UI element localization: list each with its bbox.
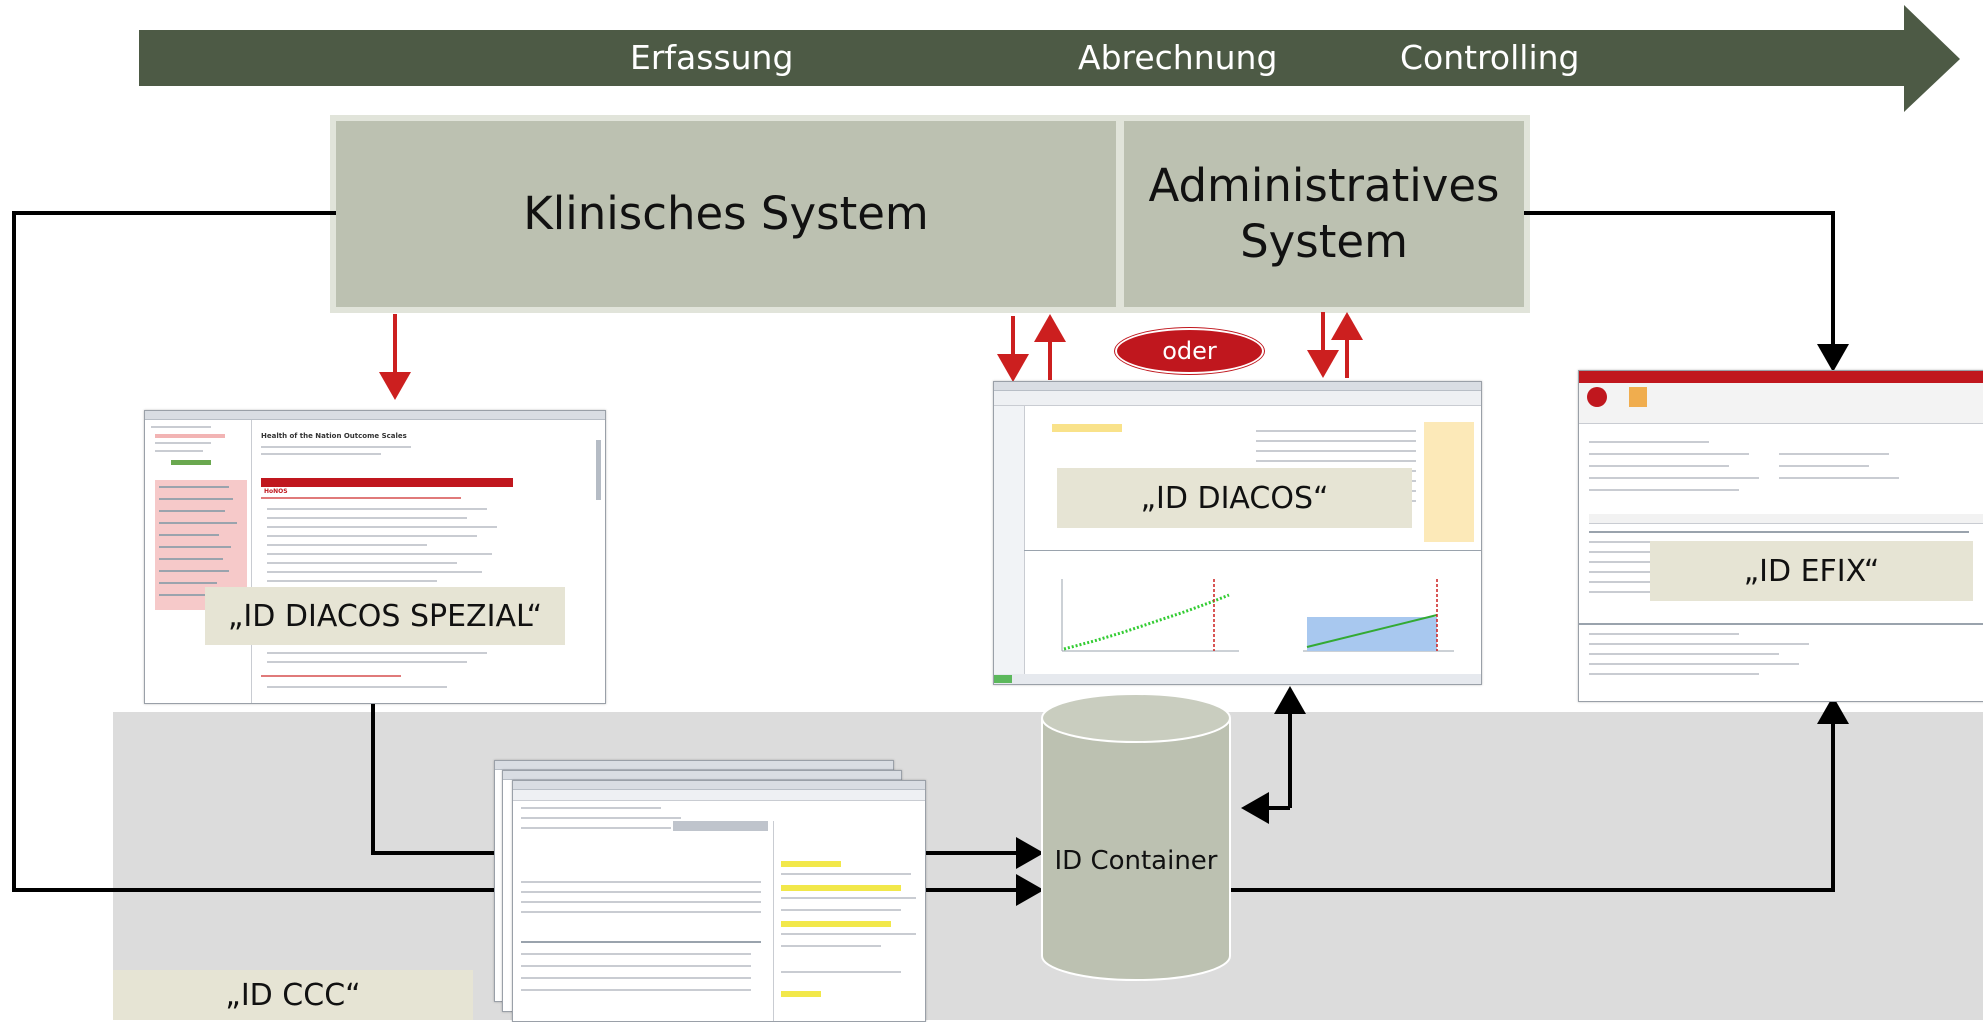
label-id-efix-text: „ID EFIX“ bbox=[1743, 553, 1880, 589]
oder-text: oder bbox=[1162, 337, 1217, 365]
label-id-diacos-spezial: „ID DIACOS SPEZIAL“ bbox=[205, 587, 565, 645]
clinical-system-label: Klinisches System bbox=[523, 186, 929, 240]
screenshot-ccc-front bbox=[512, 780, 926, 1022]
screenshot-diacos bbox=[993, 381, 1482, 685]
screenshot-titlebar bbox=[145, 411, 605, 420]
screenshot-section: HoNOS bbox=[264, 488, 288, 495]
screenshot-titlebar bbox=[513, 781, 925, 790]
administrative-system-label-line2: System bbox=[1240, 215, 1408, 268]
label-id-ccc: „ID CCC“ bbox=[113, 970, 473, 1020]
stage-erfassung: Erfassung bbox=[630, 38, 794, 77]
label-id-diacos-spezial-text: „ID DIACOS SPEZIAL“ bbox=[227, 598, 543, 634]
clinical-system-box: Klinisches System bbox=[336, 121, 1116, 307]
screenshot-efix bbox=[1578, 370, 1983, 702]
screenshot-tree-panel bbox=[145, 420, 252, 703]
screenshot-chart-left bbox=[1061, 579, 1239, 652]
label-id-diacos: „ID DIACOS“ bbox=[1057, 468, 1412, 528]
administrative-system-box: Administratives System bbox=[1124, 121, 1524, 307]
screenshot-diacos-spezial: Health of the Nation Outcome Scales HoNO… bbox=[144, 410, 606, 704]
oder-badge: oder bbox=[1115, 328, 1264, 374]
administrative-system-label-line1: Administratives bbox=[1148, 158, 1500, 212]
stage-controlling: Controlling bbox=[1400, 38, 1580, 77]
screenshot-titlebar bbox=[994, 382, 1481, 391]
stage-abrechnung: Abrechnung bbox=[1078, 38, 1278, 77]
screenshot-nav-bar bbox=[994, 406, 1025, 676]
label-id-ccc-text: „ID CCC“ bbox=[225, 977, 361, 1013]
screenshot-form-panel: Health of the Nation Outcome Scales HoNO… bbox=[253, 420, 603, 703]
timeline-arrow bbox=[139, 5, 1960, 112]
label-id-diacos-text: „ID DIACOS“ bbox=[1140, 480, 1329, 516]
id-container-cylinder bbox=[1041, 693, 1231, 981]
screenshot-chart-right bbox=[1303, 579, 1454, 652]
label-id-efix: „ID EFIX“ bbox=[1650, 541, 1973, 601]
id-container-label: ID Container bbox=[1054, 846, 1218, 876]
screenshot-heading: Health of the Nation Outcome Scales bbox=[261, 432, 407, 440]
